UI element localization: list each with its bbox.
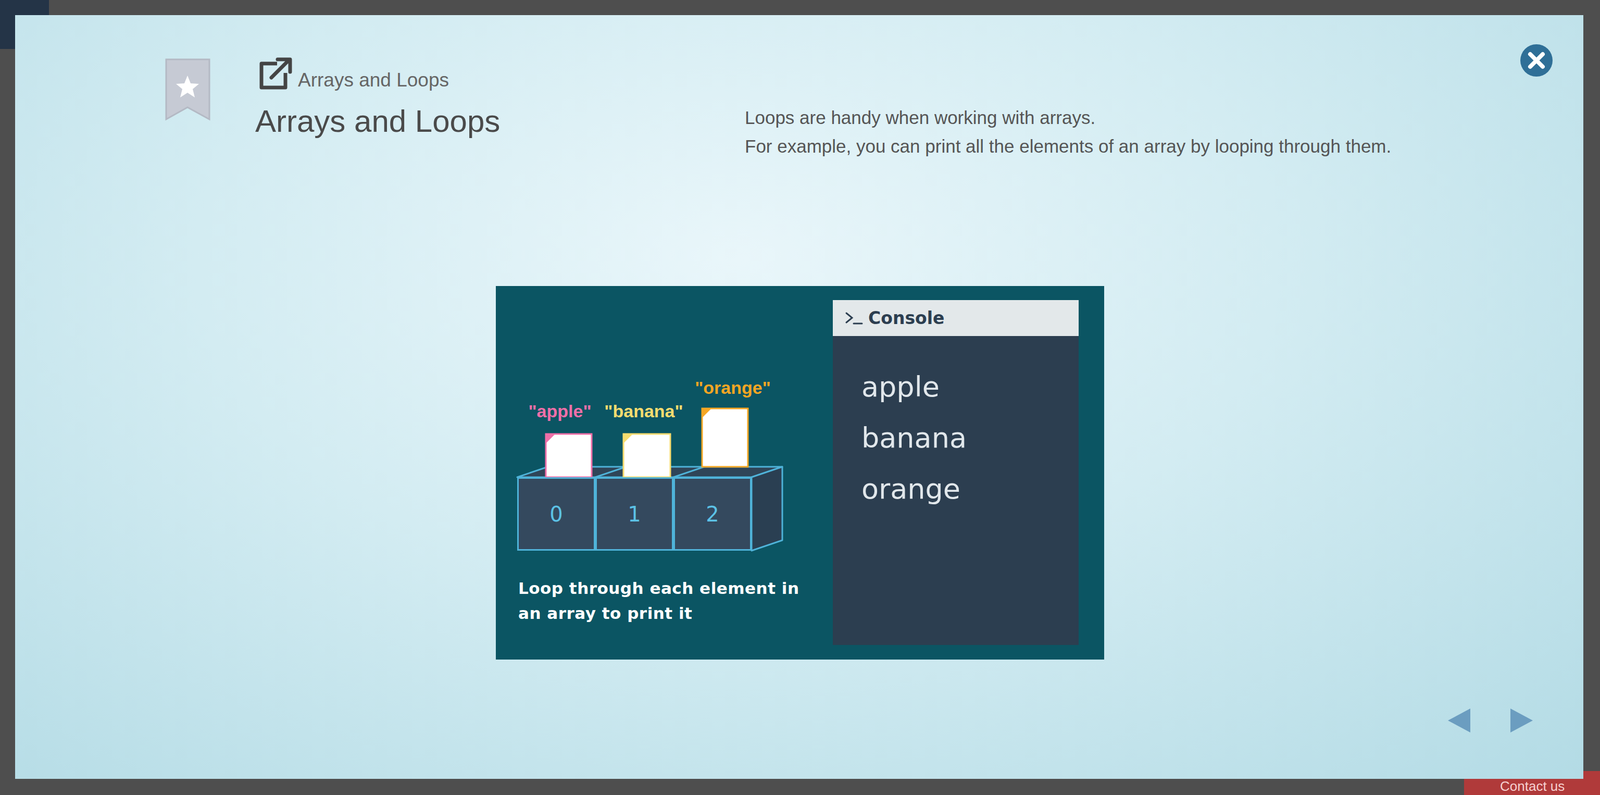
- element-value: "apple": [528, 401, 592, 422]
- contact-link: Contact us: [1500, 778, 1565, 794]
- description-text: For example, you can print all the eleme…: [744, 131, 1396, 161]
- next-arrow: [1510, 708, 1533, 733]
- console-panel: Console apple banana orange: [832, 300, 1079, 645]
- paper-sheet: [702, 408, 748, 467]
- element-value: "banana": [604, 401, 683, 422]
- close-button: [1520, 44, 1553, 77]
- console-output: apple: [861, 369, 940, 405]
- index-number: 0: [549, 502, 563, 527]
- element-value: "orange": [694, 377, 771, 398]
- bookmark-icon: [166, 59, 210, 120]
- console-output: orange: [861, 471, 961, 507]
- console-prompt-icon: [843, 300, 865, 336]
- breadcrumb-text: Arrays and Loops: [297, 69, 449, 92]
- index-number: 1: [627, 502, 641, 527]
- paper-corner: [545, 433, 556, 444]
- bookmark-star: [176, 75, 199, 98]
- caption-text: Loop through each element in an array to…: [518, 575, 810, 626]
- console-output: banana: [861, 420, 967, 456]
- array-index-box: 0: [517, 477, 596, 551]
- paper-sheet: [545, 433, 592, 478]
- description-text: Loops are handy when working with arrays…: [744, 103, 1396, 132]
- page-title: Arrays and Loops: [255, 103, 500, 140]
- previous-arrow: [1447, 708, 1471, 733]
- index-number: 2: [705, 502, 719, 527]
- console-title: Console: [868, 307, 945, 329]
- paper-corner: [702, 408, 712, 418]
- array-index-box: 1: [595, 477, 674, 551]
- image-panel: Loop through each element in an array to…: [495, 285, 1105, 660]
- box-side-face: [751, 466, 783, 551]
- external-link-arrow: [271, 59, 291, 78]
- paper-sheet: [623, 433, 671, 478]
- prompt-glyph: [846, 313, 862, 324]
- paper-corner: [623, 433, 633, 444]
- array-index-box: 2: [673, 477, 752, 551]
- close-cross: [1530, 54, 1543, 67]
